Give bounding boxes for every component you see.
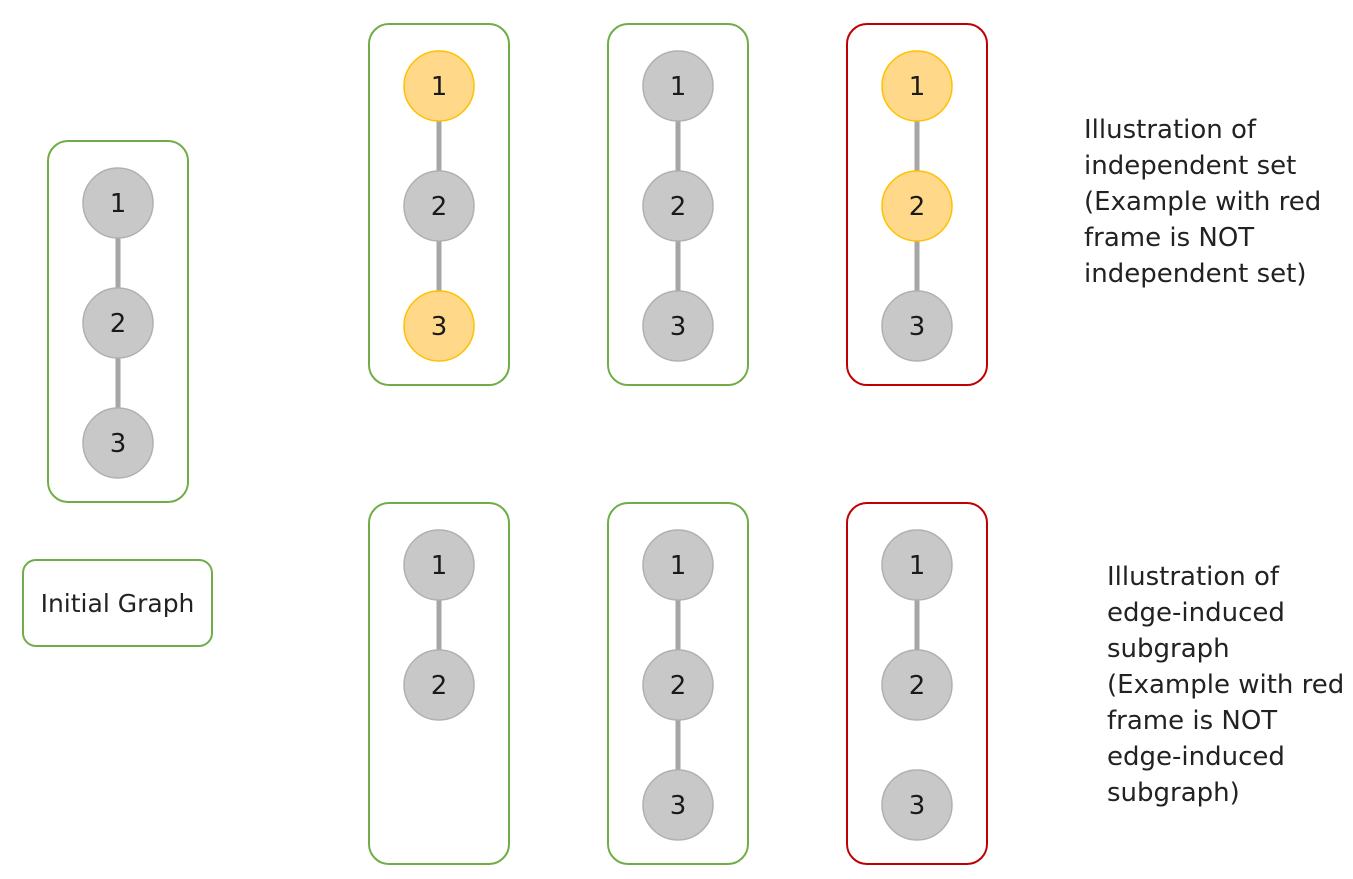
node-label-3: 3	[431, 312, 448, 342]
node-label-2: 2	[431, 192, 448, 222]
node-1	[642, 529, 714, 601]
initial-graph-label-box: Initial Graph	[22, 559, 213, 647]
node-1	[82, 167, 154, 239]
node-label-2: 2	[909, 671, 926, 701]
node-1	[642, 50, 714, 122]
node-2	[642, 649, 714, 721]
initial-graph-panel: 1 2 3	[47, 140, 189, 503]
independent-set-description: Illustration of independent set (Example…	[1084, 112, 1321, 292]
initial-graph-frame	[47, 140, 189, 503]
node-1	[403, 529, 475, 601]
independent-set-description-line: (Example with red	[1084, 187, 1322, 217]
node-3	[82, 407, 154, 479]
node-3	[642, 769, 714, 841]
node-label-1: 1	[670, 72, 687, 102]
edge-induced-description-line: edge-induced	[1107, 598, 1285, 628]
edge-induced-example-3-frame	[846, 502, 988, 865]
edge-induced-description-line: subgraph	[1107, 634, 1230, 664]
edge-induced-description: Illustration of edge-induced subgraph (E…	[1107, 559, 1344, 811]
node-3	[403, 290, 475, 362]
node-2	[642, 170, 714, 242]
node-label-2: 2	[670, 192, 687, 222]
node-label-1: 1	[909, 72, 926, 102]
independent-set-description-line: independent set	[1084, 151, 1297, 181]
node-label-1: 1	[670, 551, 687, 581]
node-2	[403, 170, 475, 242]
independent-set-description-line: independent set)	[1084, 259, 1307, 289]
independent-set-example-3-panel: 1 2 3	[846, 23, 988, 386]
node-2	[403, 649, 475, 721]
independent-set-description-line: frame is NOT	[1084, 223, 1255, 253]
independent-set-example-1-frame	[368, 23, 510, 386]
node-2	[881, 649, 953, 721]
independent-set-example-3-frame	[846, 23, 988, 386]
node-label-2: 2	[431, 671, 448, 701]
edge-induced-description-line: (Example with red	[1107, 670, 1345, 700]
node-1	[403, 50, 475, 122]
node-3	[881, 290, 953, 362]
node-3	[642, 290, 714, 362]
node-label-3: 3	[909, 791, 926, 821]
independent-set-example-1-panel: 1 2 3	[368, 23, 510, 386]
edge-induced-description-line: Illustration of	[1107, 562, 1280, 592]
edge-induced-description-line: edge-induced	[1107, 742, 1285, 772]
edge-induced-example-2-panel: 1 2 3	[607, 502, 749, 865]
node-label-1: 1	[431, 72, 448, 102]
edge-induced-example-3-panel: 1 2 3	[846, 502, 988, 865]
edge-induced-example-2-frame	[607, 502, 749, 865]
independent-set-description-line: Illustration of	[1084, 115, 1257, 145]
node-label-1: 1	[110, 189, 127, 219]
node-1	[881, 529, 953, 601]
edge-induced-example-1-panel: 12	[368, 502, 510, 865]
node-label-2: 2	[110, 309, 127, 339]
node-label-1: 1	[909, 551, 926, 581]
initial-graph-label: Initial Graph	[40, 588, 195, 618]
node-label-3: 3	[670, 312, 687, 342]
node-label-3: 3	[909, 312, 926, 342]
independent-set-example-2-panel: 1 2 3	[607, 23, 749, 386]
node-3	[881, 769, 953, 841]
node-label-1: 1	[431, 551, 448, 581]
node-1	[881, 50, 953, 122]
node-label-3: 3	[670, 791, 687, 821]
independent-set-example-2-frame	[607, 23, 749, 386]
node-2	[881, 170, 953, 242]
edge-induced-description-line: subgraph)	[1107, 778, 1240, 808]
node-2	[82, 287, 154, 359]
edge-induced-example-1-frame	[368, 502, 510, 865]
node-label-2: 2	[909, 192, 926, 222]
node-label-3: 3	[110, 429, 127, 459]
edge-induced-description-line: frame is NOT	[1107, 706, 1278, 736]
node-label-2: 2	[670, 671, 687, 701]
